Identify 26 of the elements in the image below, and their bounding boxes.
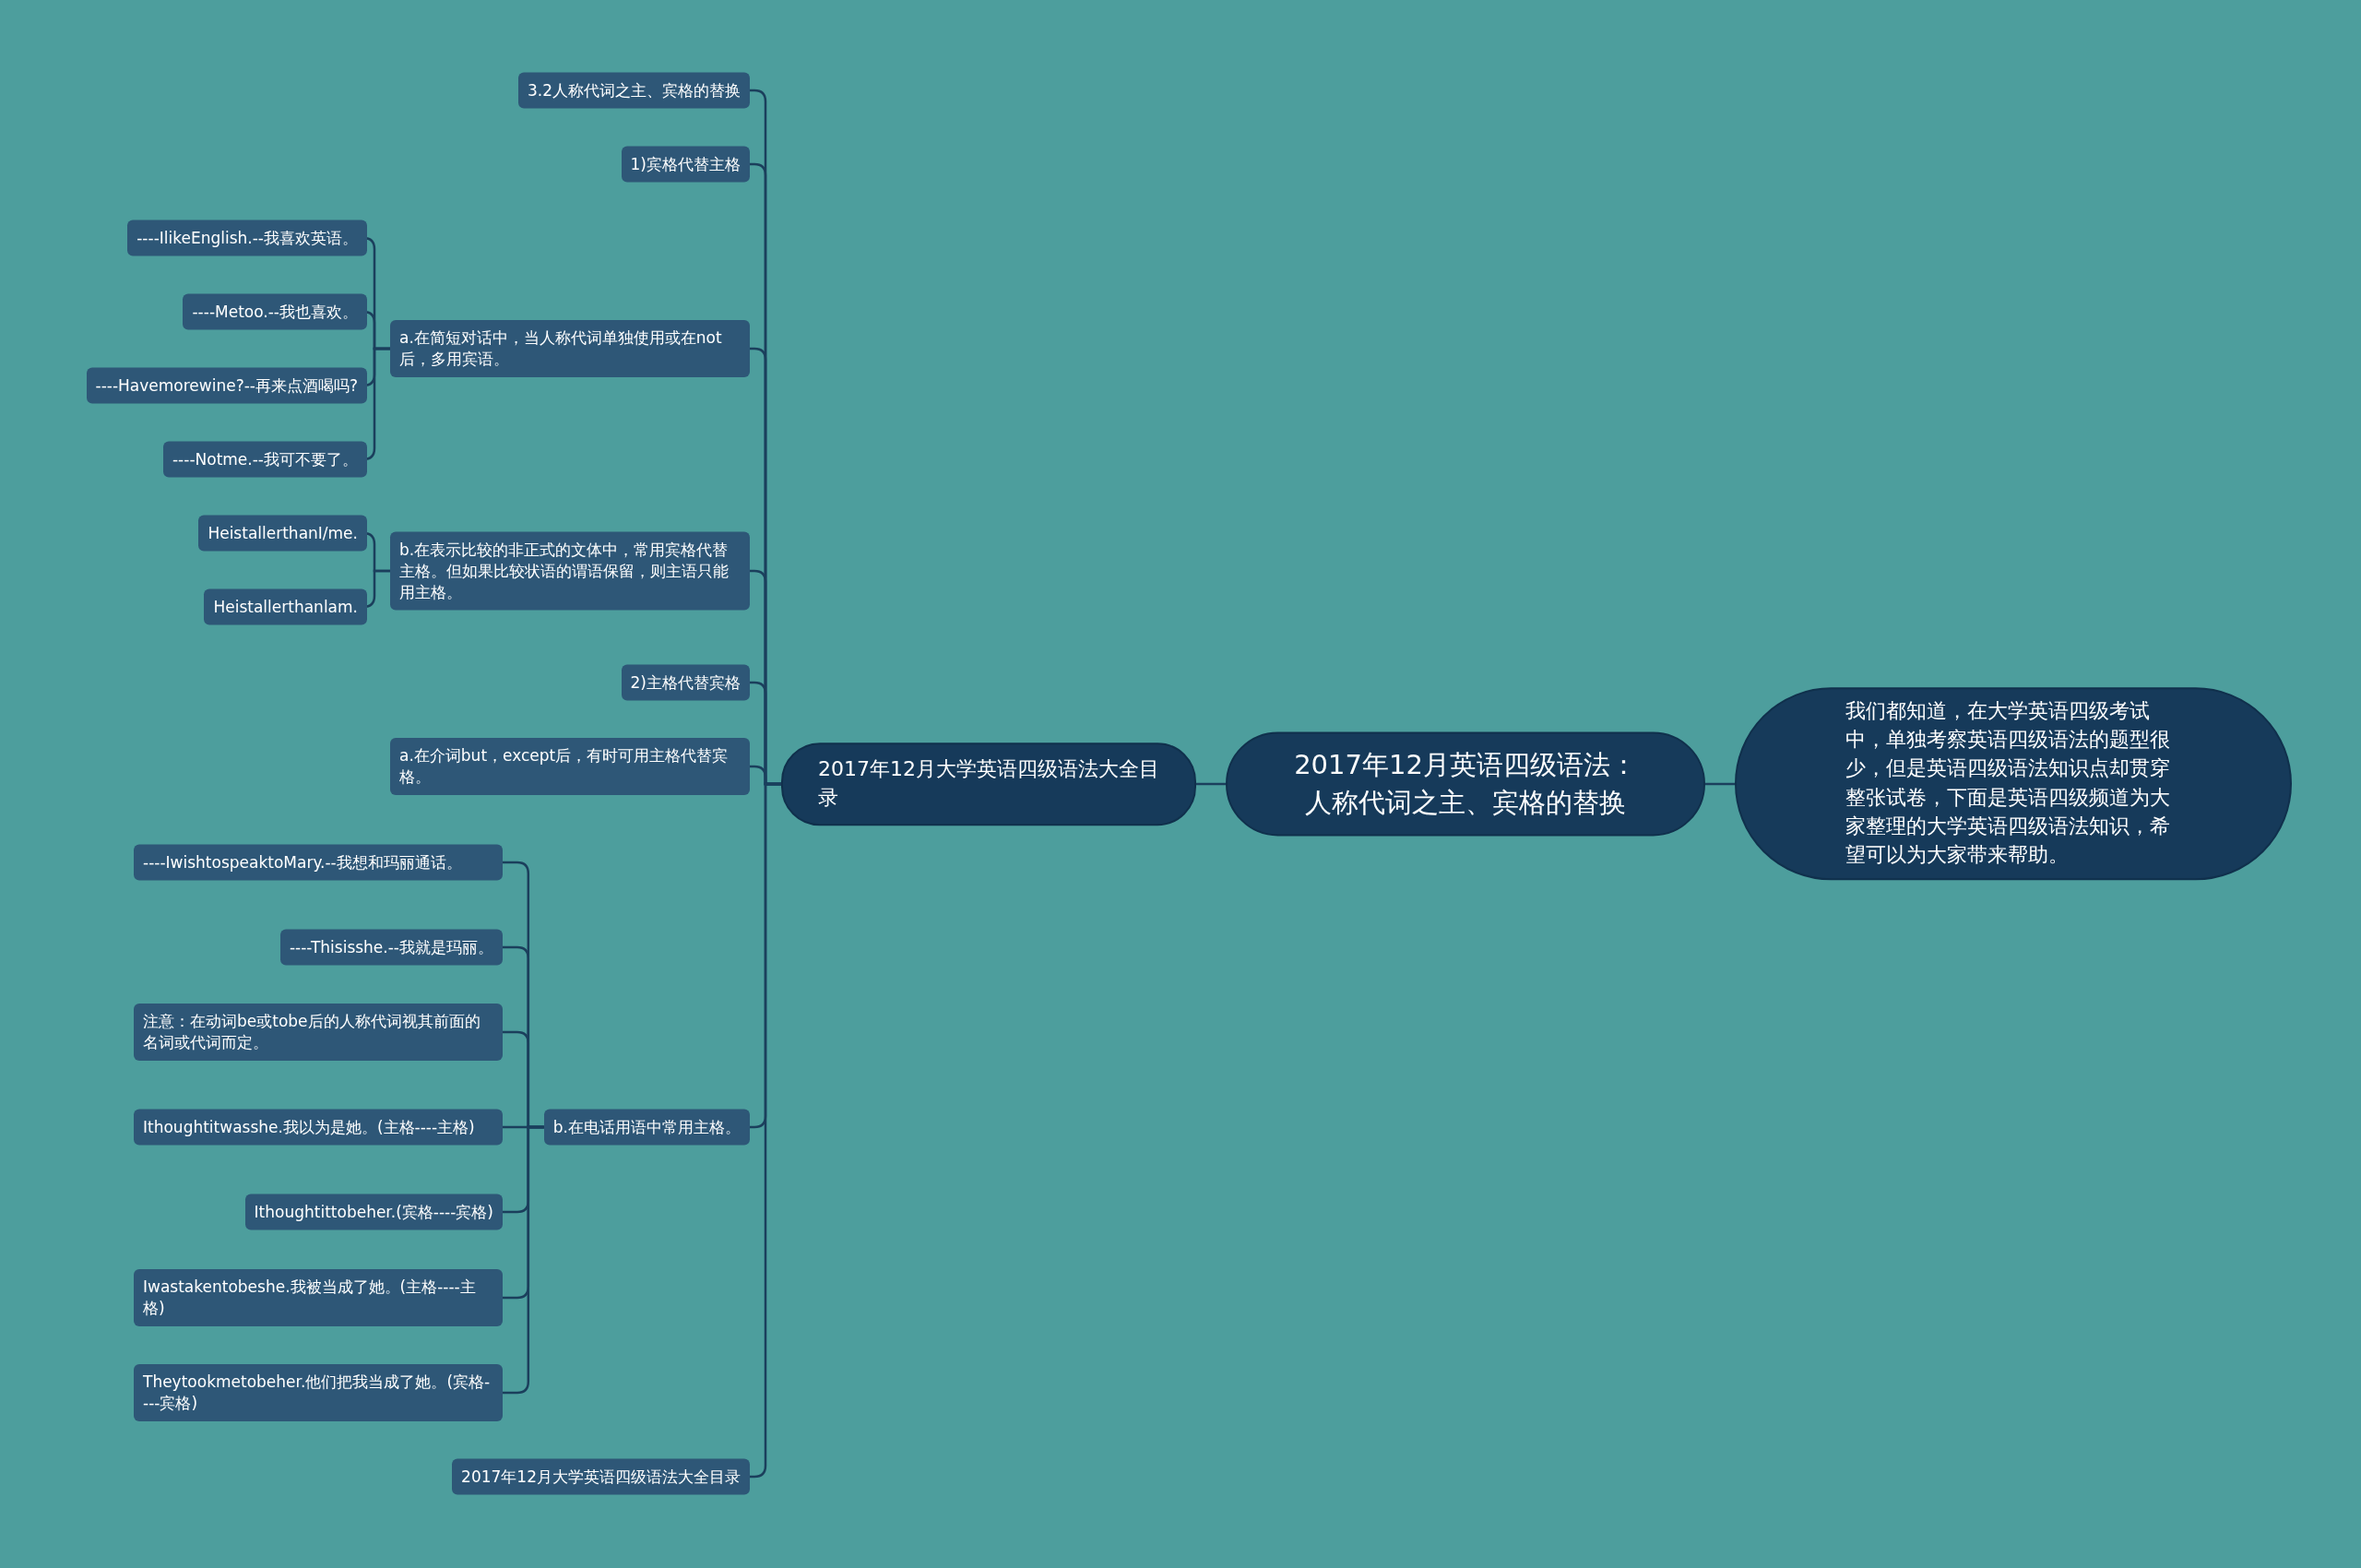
- connector-line: [1705, 782, 1735, 786]
- topic-node: Heistallerthanlam.: [204, 588, 367, 625]
- topic-node: 1)宾格代替主格: [621, 146, 750, 183]
- topic-node: HeistallerthanI/me.: [198, 515, 367, 552]
- topic-node: Ithoughtitwasshe.我以为是她。(主格----主格): [134, 1109, 503, 1146]
- topic-node: ----Metoo.--我也喜欢。: [183, 293, 367, 330]
- topic-node: 3.2人称代词之主、宾格的替换: [517, 72, 750, 109]
- topic-node: 2017年12月大学英语四级语法大全目录: [452, 1458, 750, 1495]
- topic-node: Iwastakentobeshe.我被当成了她。(主格----主格): [134, 1269, 503, 1326]
- topic-node: 2)主格代替宾格: [621, 664, 750, 701]
- topic-node: a.在介词but，except后，有时可用主格代替宾格。: [390, 738, 750, 795]
- branch-topic: 2017年12月大学英语四级语法大全目录: [781, 742, 1196, 826]
- topic-node: Theytookmetobeher.他们把我当成了她。(宾格----宾格): [134, 1364, 503, 1421]
- topic-node: Ithoughtittobeher.(宾格----宾格): [244, 1194, 503, 1230]
- topic-node: ----Notme.--我可不要了。: [163, 441, 367, 478]
- topic-node: a.在简短对话中，当人称代词单独使用或在not后，多用宾语。: [390, 320, 750, 377]
- topic-node: ----IlikeEnglish.--我喜欢英语。: [127, 220, 367, 256]
- topic-node: b.在电话用语中常用主格。: [543, 1109, 750, 1146]
- topic-node: ----Thisisshe.--我就是玛丽。: [279, 929, 503, 966]
- description-node: 我们都知道，在大学英语四级考试中，单独考察英语四级语法的题型很少，但是英语四级语法知识点却贯穿整张试卷，下面是英语四级频道为大家整理的大学英语四级语法知识，希望可以为大家带来帮助。: [1735, 687, 2292, 881]
- central-topic: 2017年12月英语四级语法：人称代词之主、宾格的替换: [1226, 731, 1705, 837]
- topic-node: ----Havemorewine?--再来点酒喝吗?: [86, 367, 367, 404]
- connector-line: [1196, 782, 1226, 786]
- topic-node: ----IwishtospeaktoMary.--我想和玛丽通话。: [134, 844, 503, 881]
- topic-node: 注意：在动词be或tobe后的人称代词视其前面的名词或代词而定。: [134, 1004, 503, 1061]
- topic-node: b.在表示比较的非正式的文体中，常用宾格代替主格。但如果比较状语的谓语保留，则主语只能用主格。: [390, 531, 750, 611]
